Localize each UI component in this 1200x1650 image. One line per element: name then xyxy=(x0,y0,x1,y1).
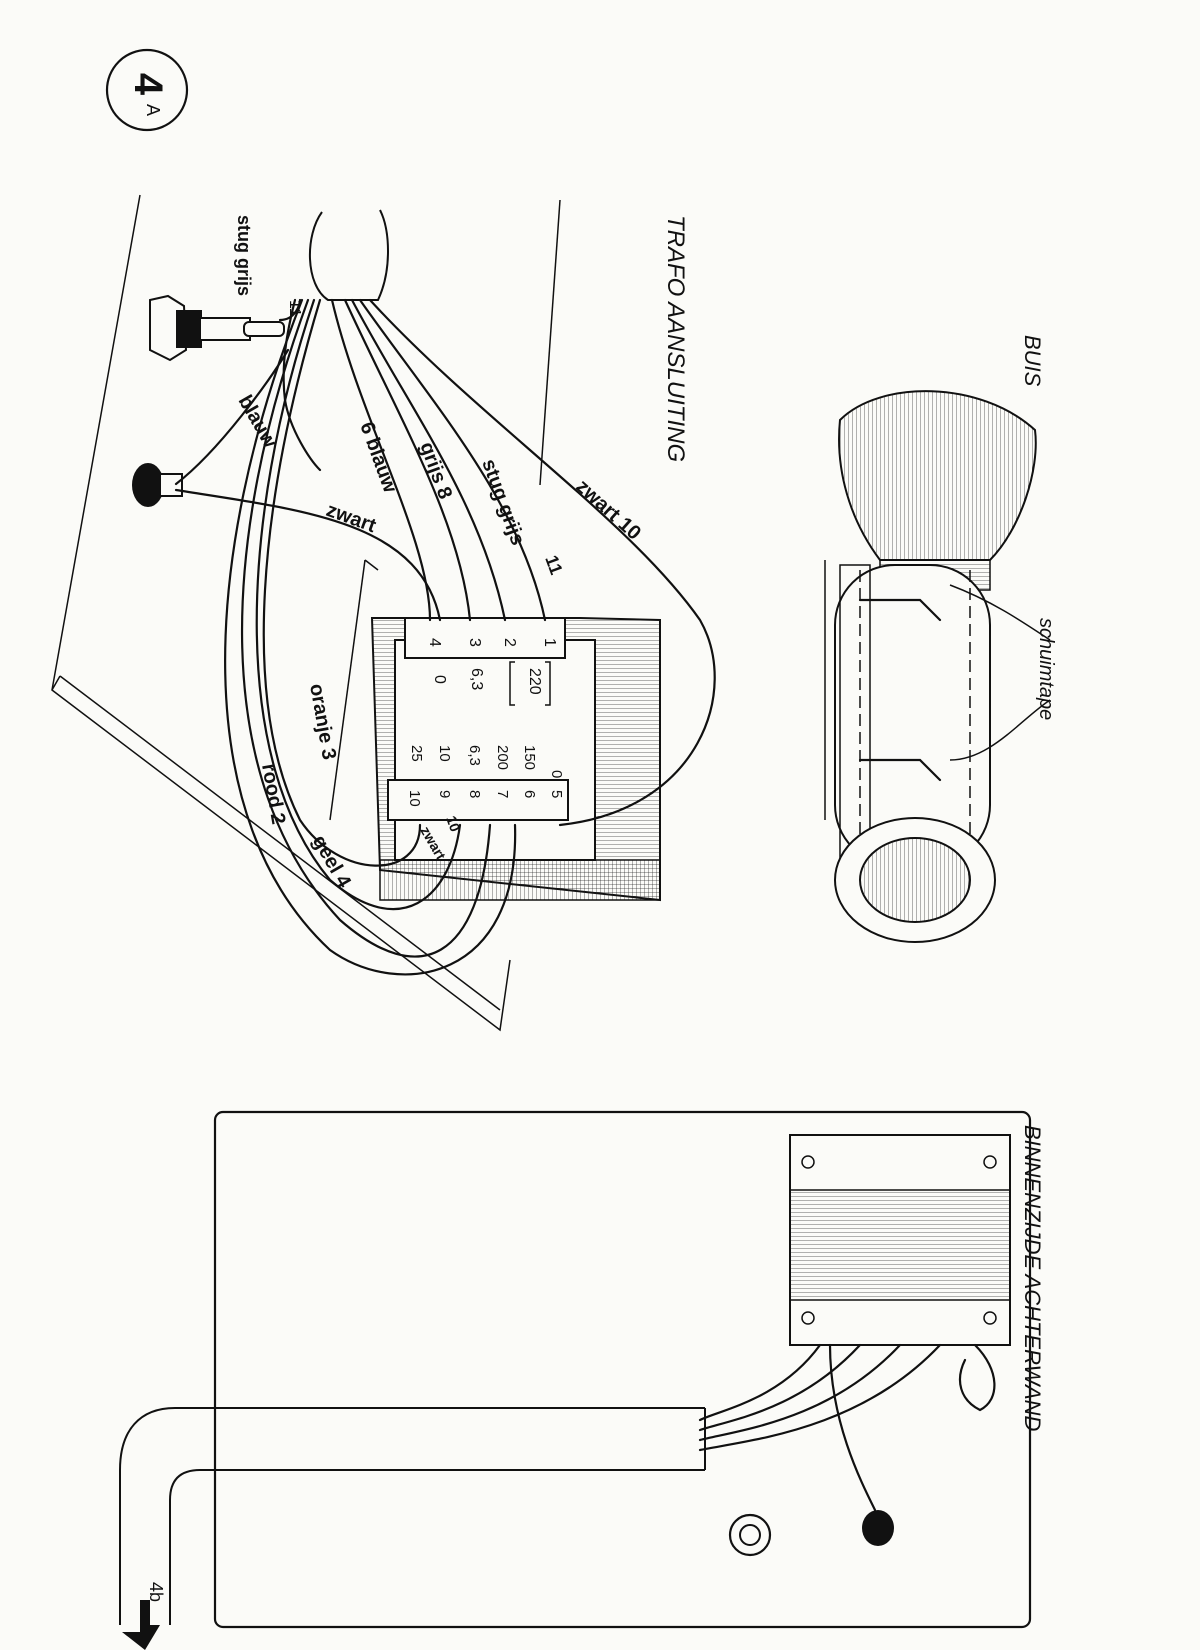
rear-connectors xyxy=(728,1510,894,1557)
primary-terminal-1: 1 xyxy=(541,638,558,647)
secondary-voltage-0: 0 xyxy=(548,770,565,778)
trafo-wires xyxy=(174,298,716,976)
secondary-terminal-9: 9 xyxy=(436,790,453,798)
secondary-terminal-numbers: 10 9 8 7 6 5 xyxy=(406,790,565,807)
next-step-arrow[interactable]: 4b xyxy=(122,1582,166,1650)
label-zes-blauw: 6 blauw xyxy=(355,419,401,496)
banana-socket-top xyxy=(149,294,285,362)
rear-wiring xyxy=(698,1343,996,1512)
secondary-terminal-8: 8 xyxy=(466,790,483,798)
label-geel-4: geel 4 xyxy=(308,832,356,893)
secondary-terminal-5: 5 xyxy=(548,790,565,798)
buis-section: BUIS schuimtape xyxy=(824,335,1057,943)
secondary-voltage-6-3: 6,3 xyxy=(466,745,483,766)
cable-sleeve xyxy=(308,209,389,301)
label-rood-2: rood 2 xyxy=(257,762,289,826)
primary-terminal-2: 2 xyxy=(501,638,518,647)
secondary-terminal-7: 7 xyxy=(494,790,511,798)
achterwand-title: BINNENZIJDE ACHTERWAND xyxy=(1020,1125,1045,1432)
secondary-voltage-150: 150 xyxy=(521,745,538,770)
primary-voltage-labels: 0 6,3 220 xyxy=(431,661,551,706)
label-stug-grijs-mid: stug grijs xyxy=(477,456,528,548)
page-badge: 4 A xyxy=(105,48,189,132)
secondary-voltage-10: 10 xyxy=(436,745,453,762)
primary-voltage-220: 220 xyxy=(526,668,543,695)
label-eleven-top: 11 xyxy=(286,300,303,317)
primary-terminal-3: 3 xyxy=(466,638,483,647)
secondary-terminal-strip xyxy=(387,779,569,821)
label-zwart-mid: zwart xyxy=(323,499,379,537)
label-grijs-8: grijs 8 xyxy=(415,439,456,502)
label-stug-grijs-top: stug grijs xyxy=(234,215,254,296)
rear-panel-outline xyxy=(213,1110,1032,1629)
label-zwart-10: zwart 10 xyxy=(572,475,645,544)
label-blauw-top: blauw xyxy=(234,392,282,452)
secondary-voltage-labels: 25 10 6,3 200 150 0 xyxy=(408,745,565,778)
rear-cable-duct xyxy=(119,1407,706,1625)
label-stray-10: 10 xyxy=(443,814,463,834)
badge-suffix: A xyxy=(143,104,163,116)
arrow-label-4b: 4b xyxy=(146,1582,166,1602)
secondary-terminal-10: 10 xyxy=(406,790,423,807)
schuimtape-callout: schuimtape xyxy=(1035,618,1057,720)
achterwand-section: BINNENZIJDE ACHTERWAND xyxy=(119,1110,1045,1650)
label-oranje-3: oranje 3 xyxy=(305,682,340,761)
secondary-voltage-25: 25 xyxy=(408,745,425,762)
primary-terminal-strip xyxy=(404,617,566,659)
badge-number: 4 xyxy=(126,73,170,96)
primary-voltage-0: 0 xyxy=(431,675,448,684)
trafo-aansluiting-section: TRAFO AANSLUITING xyxy=(51,194,716,1032)
badge-circle xyxy=(105,48,189,132)
trafo-section-title: TRAFO AANSLUITING xyxy=(662,215,689,462)
rear-transformer xyxy=(789,1134,1011,1346)
secondary-voltage-200: 200 xyxy=(494,745,511,770)
primary-terminal-4: 4 xyxy=(426,638,443,647)
primary-voltage-6-3: 6,3 xyxy=(468,668,485,690)
chassis-panel xyxy=(51,194,561,1032)
secondary-terminal-6: 6 xyxy=(521,790,538,798)
primary-terminal-numbers: 4 3 2 1 xyxy=(426,638,558,647)
transformer xyxy=(329,559,661,902)
banana-socket-lower xyxy=(132,463,183,507)
tube-illustration xyxy=(824,390,1051,943)
label-eleven-mid: 11 xyxy=(541,553,566,578)
buis-title: BUIS xyxy=(1020,335,1045,387)
